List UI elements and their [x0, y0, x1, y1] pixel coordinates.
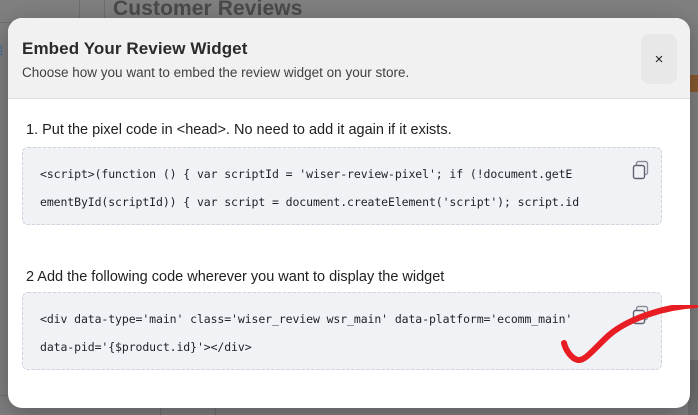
code-line: <script>(function () { var scriptId = 'w… [40, 167, 573, 181]
background-link[interactable]: l [0, 44, 3, 56]
embed-widget-modal: Embed Your Review Widget Choose how you … [8, 18, 690, 408]
modal-subtitle: Choose how you want to embed the review … [22, 65, 410, 80]
code-line: <div data-type='main' class='wiser_revie… [40, 312, 573, 326]
widget-code-block[interactable]: <div data-type='main' class='wiser_revie… [22, 292, 662, 370]
copy-icon[interactable] [630, 304, 652, 326]
step-1-label: 1. Put the pixel code in <head>. No need… [26, 122, 452, 138]
code-line: ementById(scriptId)) { var script = docu… [40, 195, 580, 209]
code-line: data-pid='{$product.id}'></div> [40, 340, 252, 354]
modal-header: Embed Your Review Widget Choose how you … [8, 18, 690, 99]
pixel-code-block[interactable]: <script>(function () { var scriptId = 'w… [22, 147, 662, 225]
modal-title: Embed Your Review Widget [22, 39, 248, 58]
background-accent-strip [688, 75, 698, 92]
copy-icon[interactable] [630, 159, 652, 181]
background-page-heading: Customer Reviews [113, 0, 303, 20]
step-2-label: 2 Add the following code wherever you wa… [26, 269, 445, 285]
close-icon: × [654, 50, 664, 68]
close-button[interactable]: × [641, 34, 677, 84]
background-accent-band [688, 360, 698, 415]
